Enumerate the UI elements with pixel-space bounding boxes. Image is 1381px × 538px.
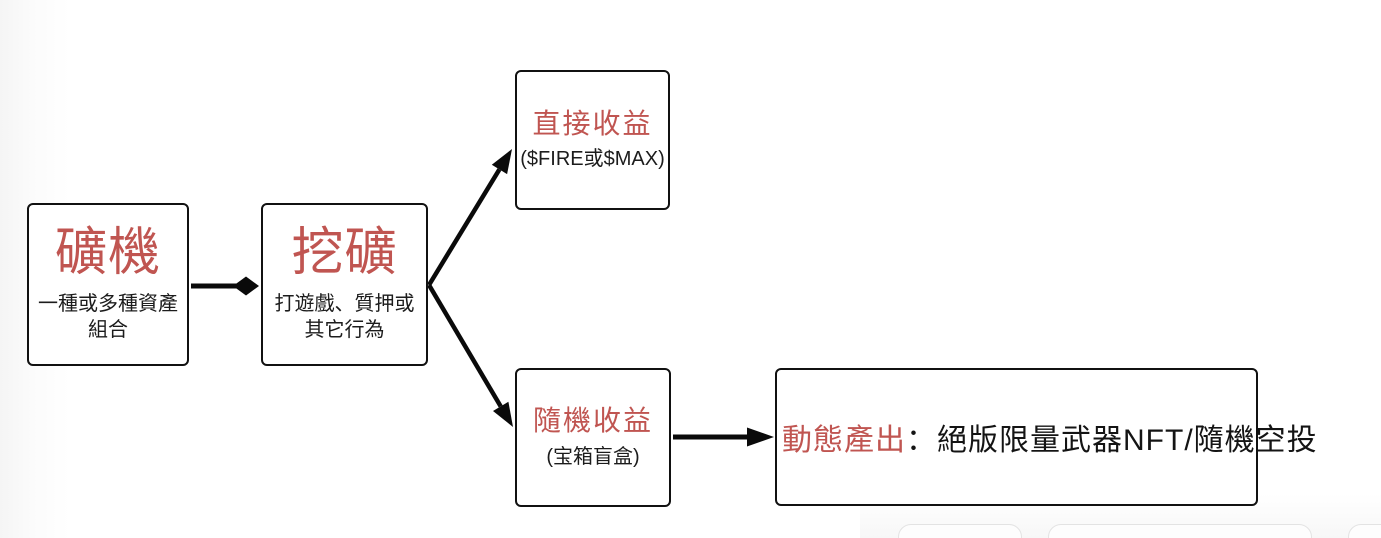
node-direct-income-subtitle: ($FIRE或$MAX) <box>520 148 665 171</box>
node-dynamic-output-text: ：絕版限量武器NFT/隨機空投 <box>906 424 1318 457</box>
node-direct-income: 直接收益 ($FIRE或$MAX) <box>515 70 670 210</box>
node-mining: 挖礦 打遊戲、質押或其它行為 <box>261 203 428 366</box>
node-miner: 礦機 一種或多種資產組合 <box>27 203 189 366</box>
node-mining-title: 挖礦 <box>291 224 398 283</box>
node-random-income-title: 隨機收益 <box>532 405 653 437</box>
node-mining-subtitle: 打遊戲、質押或其它行為 <box>274 292 415 341</box>
arrow-random-to-output <box>673 427 774 447</box>
node-dynamic-output-label: 動態產出 <box>782 424 906 457</box>
bottom-chip-1[interactable] <box>898 524 1022 538</box>
arrow-mining-to-random-income <box>427 283 513 427</box>
arrow-miner-to-mining <box>191 276 259 296</box>
node-miner-subtitle: 一種或多種資產組合 <box>38 292 178 341</box>
node-random-income: 隨機收益 (宝箱盲盒) <box>515 368 671 507</box>
node-direct-income-title: 直接收益 <box>532 107 653 139</box>
node-miner-title: 礦機 <box>54 224 161 283</box>
node-dynamic-output: 動態產出：絕版限量武器NFT/隨機空投 <box>775 368 1317 506</box>
arrow-mining-to-direct-income <box>427 149 512 287</box>
bottom-chip-2[interactable] <box>1048 524 1312 538</box>
bottom-chip-3[interactable] <box>1348 524 1381 538</box>
node-random-income-subtitle: (宝箱盲盒) <box>546 445 640 468</box>
